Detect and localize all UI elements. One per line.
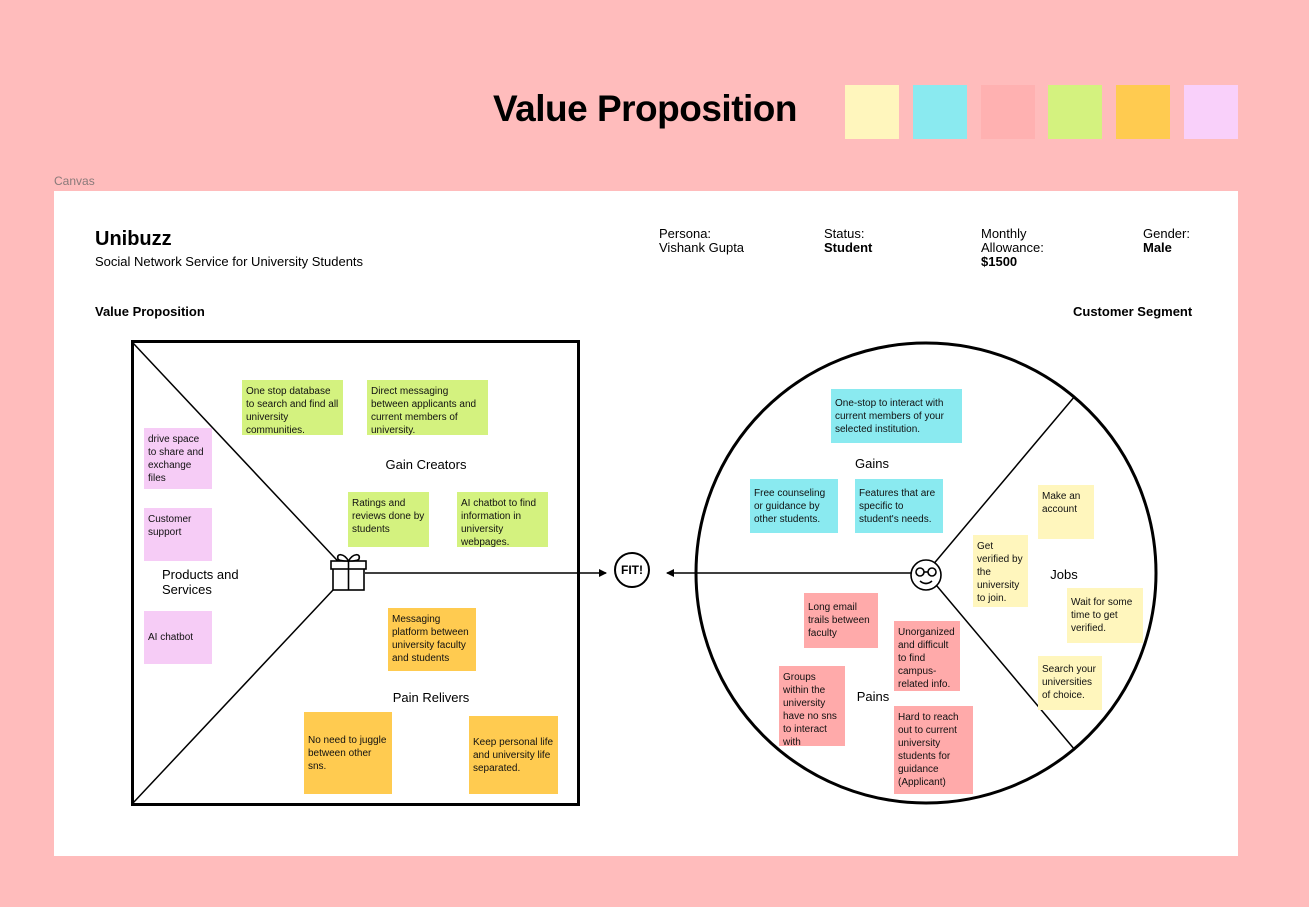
- gains-label: Gains: [855, 456, 889, 471]
- color-swatch-cyan[interactable]: [913, 85, 967, 139]
- color-swatch-orange[interactable]: [1116, 85, 1170, 139]
- color-swatch-red[interactable]: [981, 85, 1035, 139]
- app-name: Unibuzz: [95, 228, 172, 250]
- sticky-note-pain[interactable]: Unorganized and difficult to find campus…: [894, 621, 960, 691]
- sticky-note-pain[interactable]: Long email trails between faculty: [804, 593, 878, 648]
- sticky-note-pain-reliever[interactable]: No need to juggle between other sns.: [304, 712, 392, 794]
- sticky-note-product[interactable]: Customer support: [144, 508, 212, 561]
- fit-badge: FIT!: [614, 552, 650, 588]
- status-info: Status: Student: [824, 227, 872, 255]
- app-subtitle: Social Network Service for University St…: [95, 254, 364, 269]
- customer-segment-heading: Customer Segment: [1073, 304, 1193, 319]
- persona-value: Vishank Gupta: [659, 240, 745, 255]
- value-map-divider-bottom: [132, 572, 350, 804]
- sticky-note-pain-reliever[interactable]: Keep personal life and university life s…: [469, 716, 558, 794]
- allowance-label-line2: Allowance:: [981, 240, 1044, 255]
- products-label-line1: Products and: [162, 567, 239, 582]
- sticky-note-gain-creator[interactable]: Ratings and reviews done by students: [348, 492, 429, 547]
- gender-label: Gender:: [1143, 226, 1190, 241]
- sticky-note-gain[interactable]: Features that are specific to student's …: [855, 479, 943, 533]
- customer-profile-divider-bottom: [925, 572, 1076, 751]
- gain-creators-label: Gain Creators: [385, 457, 467, 472]
- products-services-label: Products and Services: [162, 567, 239, 597]
- canvas-label: Canvas: [54, 174, 95, 188]
- gender-info: Gender: Male: [1143, 227, 1190, 255]
- allowance-info: Monthly Allowance: $1500: [981, 227, 1044, 269]
- status-label: Status:: [824, 226, 865, 241]
- products-label-line2: Services: [162, 582, 212, 597]
- sticky-note-pain[interactable]: Groups within the university have no sns…: [779, 666, 845, 746]
- sticky-note-pain-reliever[interactable]: Messaging platform between university fa…: [388, 608, 476, 671]
- gift-icon: [330, 553, 367, 591]
- color-swatch-yellow[interactable]: [845, 85, 899, 139]
- sticky-note-product[interactable]: drive space to share and exchange files: [144, 428, 212, 489]
- sticky-note-job[interactable]: Make an account: [1038, 485, 1094, 539]
- pains-label: Pains: [856, 689, 890, 704]
- smiley-icon: [910, 559, 942, 591]
- sticky-note-job[interactable]: Search your universities of choice.: [1038, 656, 1102, 710]
- sticky-note-gain[interactable]: Free counseling or guidance by other stu…: [750, 479, 838, 533]
- color-swatch-pink[interactable]: [1184, 85, 1238, 139]
- sticky-note-gain[interactable]: One-stop to interact with current member…: [831, 389, 962, 443]
- sticky-note-product[interactable]: AI chatbot: [144, 611, 212, 664]
- value-proposition-heading: Value Proposition: [95, 304, 205, 319]
- color-swatch-green[interactable]: [1048, 85, 1102, 139]
- gender-value: Male: [1143, 240, 1172, 255]
- jobs-label: Jobs: [1050, 567, 1078, 582]
- status-value: Student: [824, 240, 873, 255]
- sticky-note-gain-creator[interactable]: Direct messaging between applicants and …: [367, 380, 488, 435]
- value-map-divider-top: [132, 342, 350, 574]
- allowance-label-line1: Monthly: [981, 226, 1027, 241]
- customer-profile-divider-top: [925, 395, 1076, 574]
- sticky-note-gain-creator[interactable]: AI chatbot to find information in univer…: [457, 492, 548, 547]
- sticky-note-job[interactable]: Wait for some time to get verified.: [1067, 588, 1143, 643]
- sticky-note-pain[interactable]: Hard to reach out to current university …: [894, 706, 973, 794]
- persona-info: Persona: Vishank Gupta: [659, 227, 744, 255]
- page-title: Value Proposition: [493, 88, 798, 129]
- pain-relievers-label: Pain Relivers: [392, 690, 470, 705]
- persona-label: Persona:: [659, 226, 712, 241]
- allowance-value: $1500: [981, 254, 1018, 269]
- sticky-note-gain-creator[interactable]: One stop database to search and find all…: [242, 380, 343, 435]
- sticky-note-job[interactable]: Get verified by the university to join.: [973, 535, 1028, 607]
